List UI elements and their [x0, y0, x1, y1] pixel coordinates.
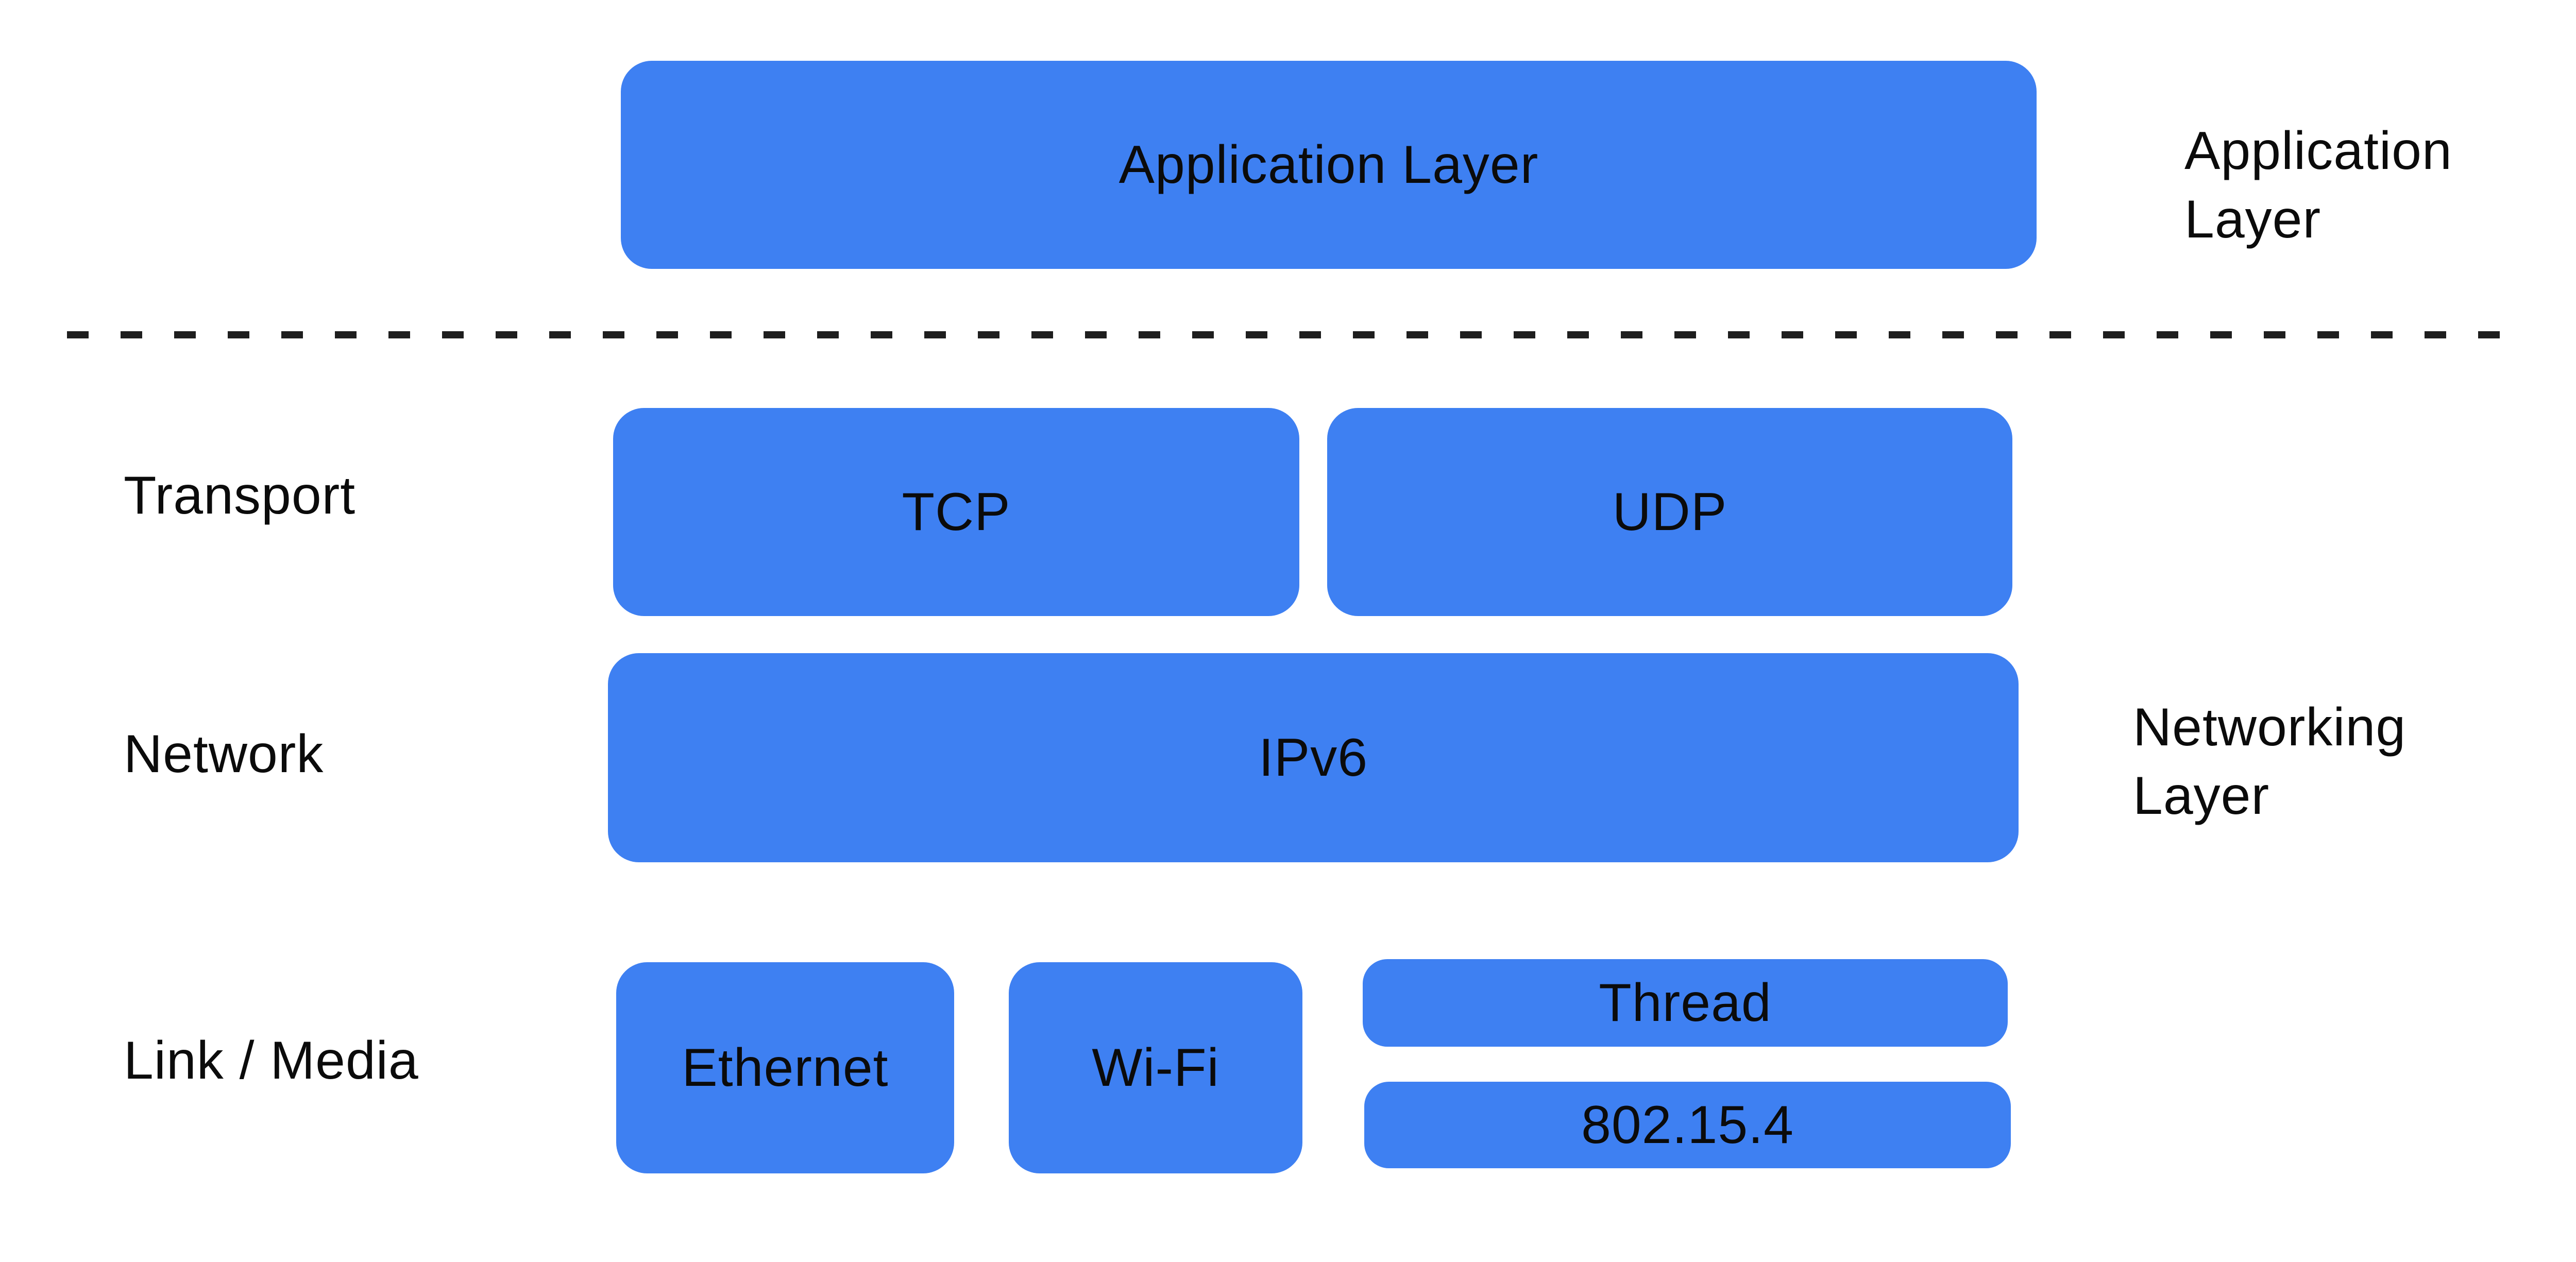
transport-row-label: Transport: [124, 466, 356, 525]
ipv6-box: IPv6: [608, 653, 2019, 862]
thread-box: Thread: [1363, 959, 2008, 1047]
udp-box: UDP: [1327, 408, 2012, 616]
application-layer-box: Application Layer: [621, 61, 2037, 269]
network-row-label: Network: [124, 724, 324, 784]
application-layer-side-label: Application Layer: [2184, 121, 2452, 250]
networking-layer-side-label: Networking Layer: [2133, 697, 2406, 826]
ethernet-box: Ethernet: [616, 962, 954, 1173]
wifi-box: Wi-Fi: [1009, 962, 1302, 1173]
ieee-802-15-4-box: 802.15.4: [1364, 1082, 2011, 1168]
link-media-row-label: Link / Media: [124, 1031, 419, 1090]
tcp-box: TCP: [613, 408, 1299, 616]
dashed-divider: [67, 331, 2530, 338]
